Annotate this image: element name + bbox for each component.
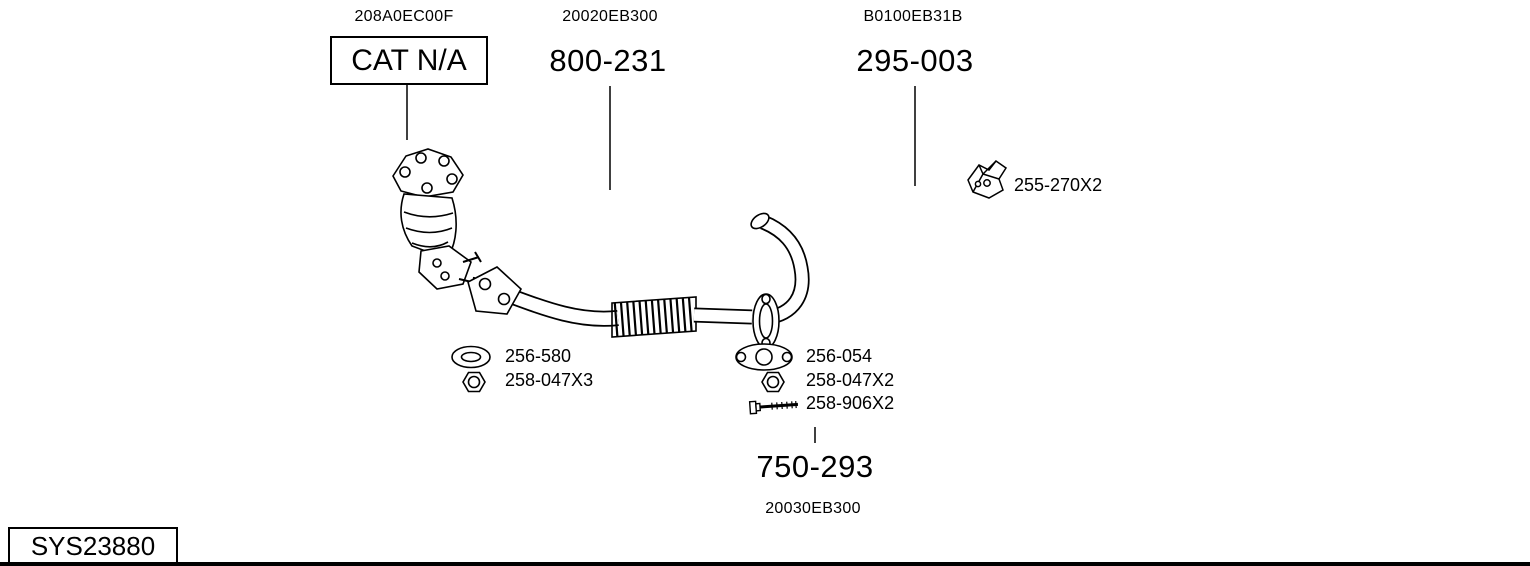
catalytic-converter-drawing (392, 148, 482, 290)
part-number-hanger: 295-003 (856, 43, 974, 78)
inlet-flange-drawing (467, 266, 523, 315)
part-code-hanger: B0100EB31B (863, 8, 963, 25)
gasket-ring-icon (451, 345, 491, 369)
part-number-rear-section: 750-293 (756, 449, 874, 484)
part-code-rear-section: 20030EB300 (765, 500, 861, 517)
part-code-front-pipe: 20020EB300 (562, 8, 658, 25)
bolt-icon (748, 400, 799, 415)
flex-pipe-drawing (611, 296, 697, 338)
hanger-bracket-icon (967, 159, 1008, 199)
hex-nut-icon (761, 371, 785, 393)
callout-front-gasket: 256-580 (505, 346, 572, 366)
cat-label-box: CAT N/A (330, 36, 488, 85)
callout-front-nut: 258-047X3 (505, 370, 594, 390)
cat-label: CAT N/A (351, 43, 467, 77)
callout-bracket: 255-270X2 (1014, 175, 1103, 195)
bottom-border-bar (0, 562, 1530, 566)
mid-pipe-drawing (693, 307, 753, 325)
outlet-flange-drawing (752, 293, 780, 349)
hex-nut-icon (462, 371, 486, 393)
system-code: SYS23880 (30, 530, 156, 561)
callout-rear-nut: 258-047X2 (806, 370, 895, 390)
system-code-box: SYS23880 (8, 527, 178, 565)
part-code-cat: 208A0EC00F (354, 8, 454, 25)
part-number-front-pipe: 800-231 (549, 43, 667, 78)
flange-gasket-icon (735, 343, 793, 371)
callout-rear-bolt: 258-906X2 (806, 393, 895, 413)
front-pipe-drawing (502, 286, 619, 327)
rear-pipe-drawing (750, 212, 810, 326)
callout-rear-gasket: 256-054 (806, 346, 873, 366)
